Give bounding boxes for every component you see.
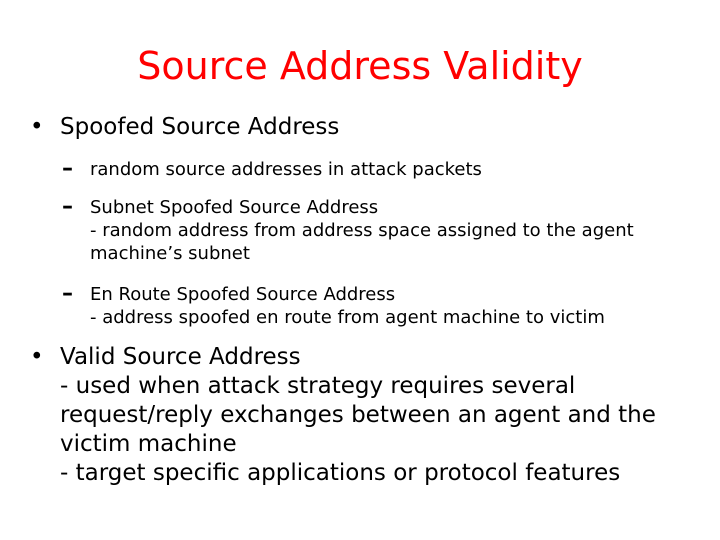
subitem-line: En Route Spoofed Source Address	[90, 284, 396, 305]
dash-marker: –	[62, 156, 73, 181]
bullet-text: Spoofed Source Address	[60, 114, 340, 140]
bullet-line: victim machine	[60, 431, 237, 457]
bullet-line: - used when attack strategy requires sev…	[60, 373, 576, 399]
slide-title: Source Address Validity	[137, 44, 583, 88]
bullet-marker: •	[30, 114, 44, 140]
subitem-line: random source addresses in attack packet…	[90, 159, 482, 180]
subitem-line: Subnet Spoofed Source Address	[90, 197, 379, 218]
subitem-line: machine’s subnet	[90, 243, 250, 264]
bullet-line: - target specific applications or protoc…	[60, 460, 621, 486]
subitem-subnet-spoofed: – Subnet Spoofed Source Address - random…	[62, 194, 634, 265]
bullet-line: Valid Source Address	[60, 344, 301, 370]
bullet-line: request/reply exchanges between an agent…	[60, 402, 656, 428]
dash-marker: –	[62, 281, 73, 306]
bullet-marker: •	[30, 344, 44, 370]
subitem-random-source: – random source addresses in attack pack…	[62, 156, 482, 181]
bullet-spoofed-source-address: • Spoofed Source Address	[30, 113, 339, 142]
subitem-en-route-spoofed: – En Route Spoofed Source Address - addr…	[62, 281, 605, 329]
dash-marker: –	[62, 194, 73, 219]
bullet-valid-source-address: • Valid Source Address - used when attac…	[30, 343, 656, 488]
subitem-line: - address spoofed en route from agent ma…	[90, 307, 605, 328]
subitem-line: - random address from address space assi…	[90, 220, 634, 241]
